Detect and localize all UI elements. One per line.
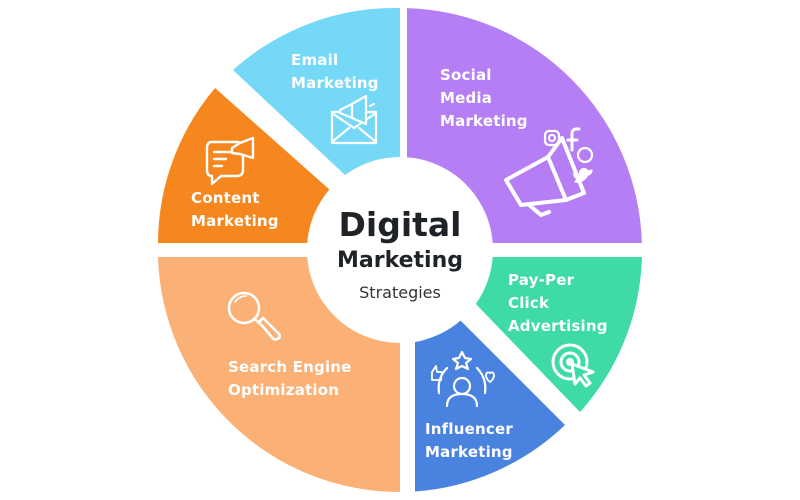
label-line: Search Engine	[228, 358, 352, 376]
label-line: Social	[440, 66, 492, 84]
center-circle	[307, 157, 493, 343]
envelope-megaphone-icon	[330, 94, 378, 145]
label-line: Optimization	[228, 381, 340, 399]
segment-pay-per-click	[472, 257, 642, 412]
segment-seo	[158, 257, 400, 493]
magnifier-icon	[227, 291, 281, 341]
chat-megaphone-icon	[205, 136, 255, 186]
label-content-marketing: Content Marketing	[191, 187, 279, 233]
center-title-line1: Digital	[338, 205, 462, 244]
label-line: Advertising	[508, 317, 608, 335]
label-line: Media	[440, 89, 493, 107]
label-line: Content	[191, 189, 260, 207]
center-title-line2: Marketing	[336, 248, 464, 273]
megaphone-social-icon	[504, 127, 594, 217]
segment-influencer	[415, 318, 565, 492]
label-line: Click	[508, 294, 550, 312]
label-email-marketing: Email Marketing	[291, 49, 379, 95]
label-line: Marketing	[440, 112, 528, 130]
label-line: Email	[291, 51, 339, 69]
center-subtitle: Strategies	[359, 283, 441, 302]
label-social-media-marketing: Social Media Marketing	[440, 64, 528, 133]
label-line: Pay-Per	[508, 271, 575, 289]
segment-email	[233, 7, 400, 176]
target-cursor-icon	[551, 343, 595, 388]
label-seo: Search Engine Optimization	[228, 356, 352, 402]
label-pay-per-click: Pay-Per Click Advertising	[508, 269, 608, 338]
label-line: Marketing	[191, 212, 279, 230]
label-line: Marketing	[425, 443, 513, 461]
influencer-person-icon	[431, 350, 495, 408]
label-line: Marketing	[291, 74, 379, 92]
label-line: Influencer	[425, 420, 513, 438]
label-influencer-marketing: Influencer Marketing	[425, 418, 513, 464]
